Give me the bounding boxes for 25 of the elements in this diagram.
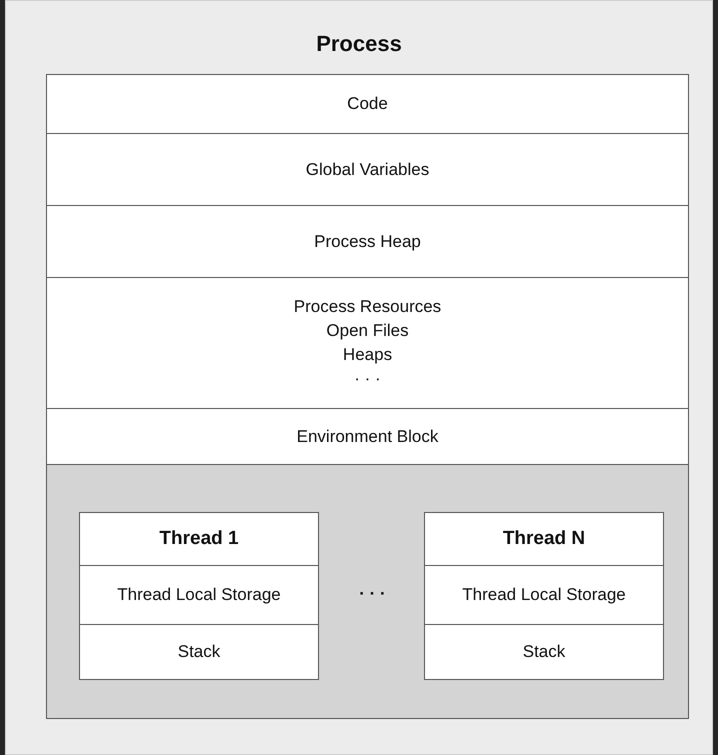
threads-area: [46, 464, 689, 719]
section-label: Environment Block: [296, 426, 440, 448]
section-label: Stack: [522, 641, 566, 663]
section-label: Thread Local Storage: [461, 584, 627, 606]
section-label: Open Files: [325, 320, 410, 342]
process-panel: [5, 0, 713, 755]
section-label: · · ·: [353, 368, 382, 390]
thread-title: Thread N: [502, 528, 586, 550]
memory-section: [46, 408, 689, 465]
section-label: Code: [346, 93, 389, 115]
section-label: Process Resources: [292, 296, 442, 318]
section-label: Heaps: [342, 344, 394, 366]
memory-section: [46, 277, 689, 409]
memory-section: [46, 133, 689, 206]
section-label: Global Variables: [304, 158, 430, 180]
memory-section: [46, 74, 689, 134]
section-label: Stack: [176, 641, 222, 663]
memory-section: [46, 205, 689, 278]
thread-title: Thread 1: [159, 528, 239, 550]
section-label: Thread Local Storage: [116, 584, 282, 606]
section-label: Process Heap: [313, 230, 422, 252]
process-title: Process: [315, 31, 403, 57]
ellipsis-label: · · ·: [358, 584, 387, 604]
thread-box: [424, 512, 664, 680]
thread-box: [79, 512, 319, 680]
